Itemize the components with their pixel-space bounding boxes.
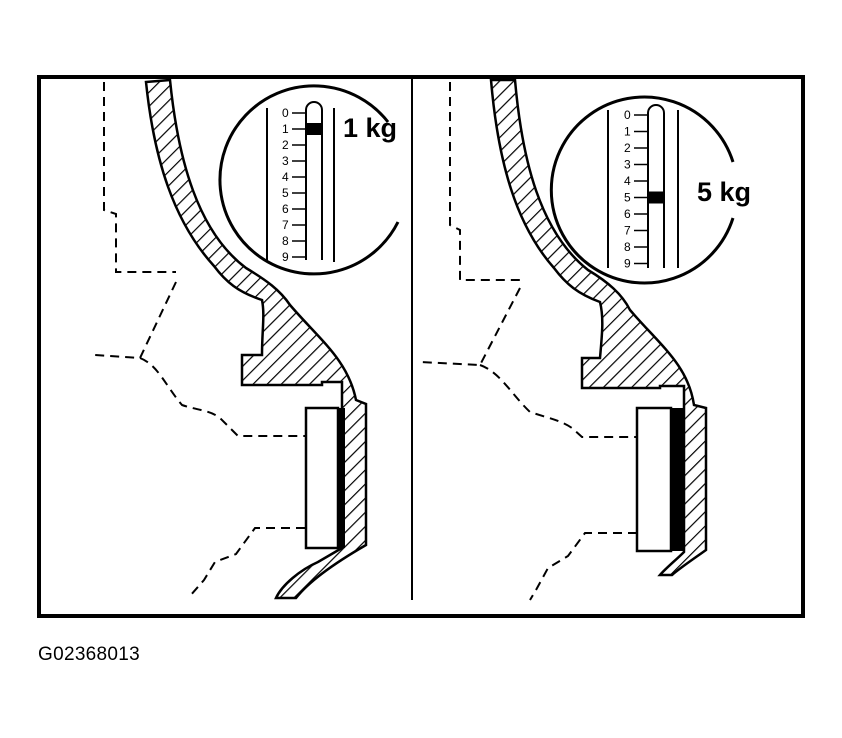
right-gauge-tick-label: 8 [624,240,631,254]
right-brake-lining [671,408,685,551]
left-gauge-scale: 0 1 2 3 4 5 6 7 8 9 [282,106,306,264]
right-gauge-tick-label: 5 [624,191,631,205]
right-gauge-tick-label: 7 [624,224,631,238]
right-gauge-tick-label: 2 [624,141,631,155]
left-gauge-circle [218,84,400,276]
left-gauge-tick-label: 9 [282,250,289,264]
right-reading-label: 5 kg [697,177,751,207]
left-gauge-tube [305,101,323,260]
right-gauge-tick-label: 4 [624,174,631,188]
left-gauge-indicator [307,123,321,135]
right-gauge-tick-label: 6 [624,207,631,221]
left-gauge-tick-label: 3 [282,154,289,168]
left-brake-block [304,406,340,550]
left-reading-label: 1 kg [343,113,397,143]
left-panel: 0 1 2 3 4 5 6 7 8 9 1 kg [94,78,400,600]
left-gauge-tick-label: 6 [282,202,289,216]
right-panel: 0 1 2 3 4 5 6 7 8 9 5 kg [419,78,751,601]
left-gauge-tick-label: 4 [282,170,289,184]
right-gauge-tube [647,104,665,268]
left-gauge-tick-label: 7 [282,218,289,232]
left-brake-lining [338,408,345,548]
left-gauge-tick-label: 8 [282,234,289,248]
left-gauge-tick-label: 1 [282,122,289,136]
right-gauge-tick-label: 0 [624,108,631,122]
left-gauge-tick-label: 5 [282,186,289,200]
right-gauge-scale: 0 1 2 3 4 5 6 7 8 9 [624,108,648,271]
left-dashed-outline [94,82,305,597]
right-gauge-circle [549,95,735,285]
right-gauge-tick-label: 9 [624,257,631,271]
right-gauge-indicator [649,191,663,204]
right-brake-block [635,406,673,553]
right-gauge-tick-label: 3 [624,158,631,172]
figure-code: G02368013 [38,644,141,665]
left-gauge-tick-label: 2 [282,138,289,152]
left-gauge-tick-label: 0 [282,106,289,120]
right-gauge-tick-label: 1 [624,125,631,139]
right-dashed-outline [419,82,637,601]
